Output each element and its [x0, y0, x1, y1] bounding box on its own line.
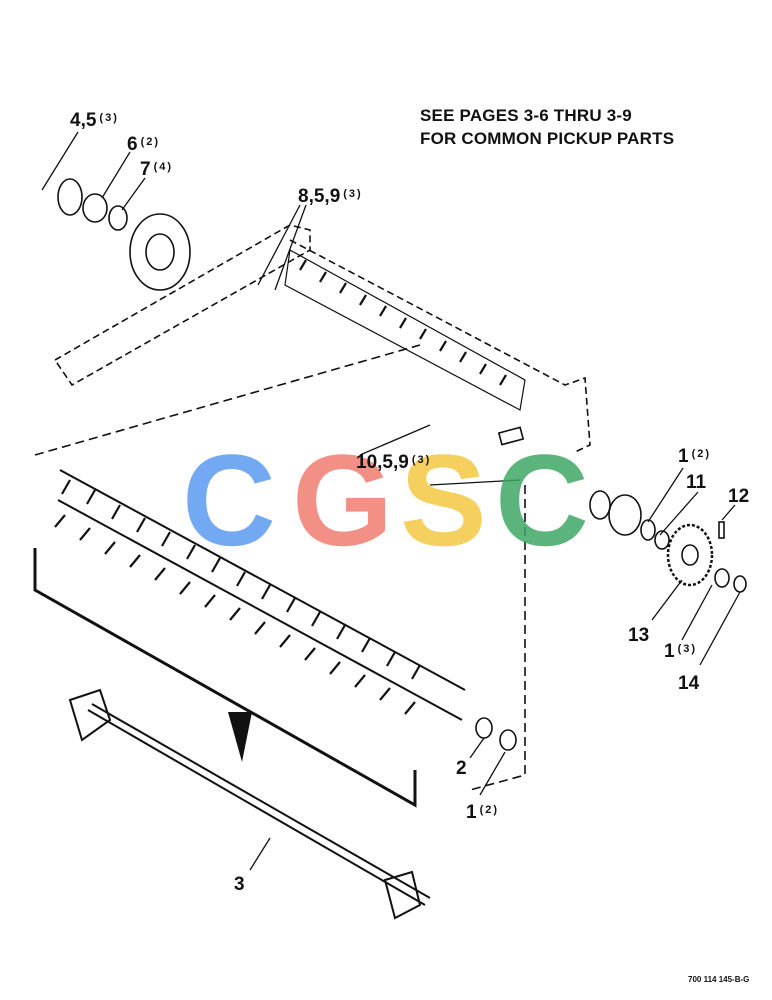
reference-note-line1: SEE PAGES 3-6 THRU 3-9	[420, 106, 632, 125]
figure-code: 700 114 145-B-G	[688, 975, 750, 984]
watermark-letter-s: S	[400, 427, 487, 573]
callout-6: 6(2)	[127, 134, 161, 155]
flange-right	[608, 494, 642, 536]
tine-strip	[284, 249, 526, 411]
watermark-letter-c1: C	[182, 427, 276, 573]
key	[718, 521, 725, 539]
leader-lines	[41, 131, 741, 871]
callout-2: 2	[456, 758, 467, 779]
bearing-flange-left	[57, 178, 83, 216]
shaft	[87, 703, 431, 906]
bearing-right	[589, 490, 611, 520]
callout-14: 14	[678, 673, 700, 694]
washer-right-1	[640, 519, 656, 541]
washer-bottom	[499, 729, 517, 751]
callout-4-5: 4,5(3)	[70, 110, 119, 131]
reel-tube	[57, 469, 466, 721]
washer-left	[108, 205, 128, 231]
callout-1-top: 1(2)	[678, 446, 712, 467]
watermark-letter-g: G	[292, 427, 394, 573]
frame-top-rail	[289, 239, 591, 453]
sprocket	[666, 523, 714, 587]
frame-slot	[497, 426, 525, 446]
reference-note-line2: FOR COMMON PICKUP PARTS	[420, 129, 675, 148]
shaft-end-right	[383, 870, 422, 920]
bushing	[475, 717, 493, 739]
callout-7: 7(4)	[140, 159, 174, 180]
bearing-insert-left	[82, 193, 108, 223]
watermark-letter-c2: C	[495, 427, 589, 573]
callout-1-bottom: 1(2)	[466, 802, 500, 823]
callout-8-5-9: 8,5,9(3)	[298, 186, 363, 207]
callout-13: 13	[628, 625, 650, 646]
frame-outline	[53, 224, 311, 387]
bearing-plate-left	[129, 213, 191, 291]
callout-10-5-9: 10,5,9(3)	[356, 452, 432, 473]
section-bracket	[33, 548, 417, 808]
frame-left-edge	[34, 344, 421, 456]
callout-11: 11	[686, 472, 707, 493]
bracket-pointer	[228, 712, 252, 762]
collar-right	[654, 530, 670, 550]
tine-marks	[54, 259, 507, 715]
callout-1-middle: 1(3)	[664, 641, 698, 662]
callout-3: 3	[234, 874, 245, 895]
frame-right-edge	[469, 485, 526, 791]
reference-note: SEE PAGES 3-6 THRU 3-9 FOR COMMON PICKUP…	[420, 104, 674, 150]
washer-stack	[714, 568, 730, 588]
callout-12: 12	[728, 486, 750, 507]
shaft-end-left	[68, 688, 112, 742]
